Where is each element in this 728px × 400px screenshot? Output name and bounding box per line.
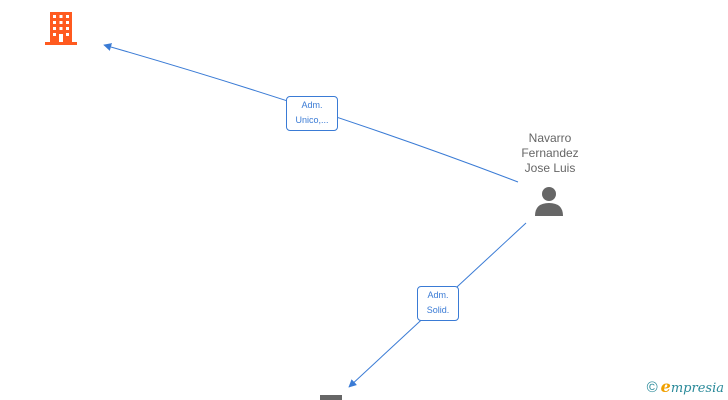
company-building-icon-inactive[interactable] xyxy=(318,394,344,400)
copyright-icon: © xyxy=(646,379,658,396)
edge-label-line: Adm. xyxy=(427,290,449,300)
brand-logo: empresia xyxy=(661,379,724,397)
person-name-line: Navarro xyxy=(528,131,572,145)
edge-label-line: Unico,... xyxy=(295,115,329,125)
brand-name: mpresia xyxy=(670,381,724,396)
brand-initial: e xyxy=(660,377,671,396)
person-name-label[interactable]: Navarro Fernandez Jose Luis xyxy=(500,131,600,176)
watermark: © empresia xyxy=(647,379,724,397)
person-icon[interactable] xyxy=(532,185,566,217)
person-name-line: Jose Luis xyxy=(524,161,576,175)
edge-label-line: Adm. xyxy=(301,100,323,110)
person-name-line: Fernandez xyxy=(521,146,579,160)
edge-label-role[interactable]: Adm. Unico,... xyxy=(286,96,338,131)
edge-label-line: Solid. xyxy=(426,305,450,315)
company-building-icon[interactable] xyxy=(44,10,78,46)
edge-label-role[interactable]: Adm. Solid. xyxy=(417,286,459,321)
